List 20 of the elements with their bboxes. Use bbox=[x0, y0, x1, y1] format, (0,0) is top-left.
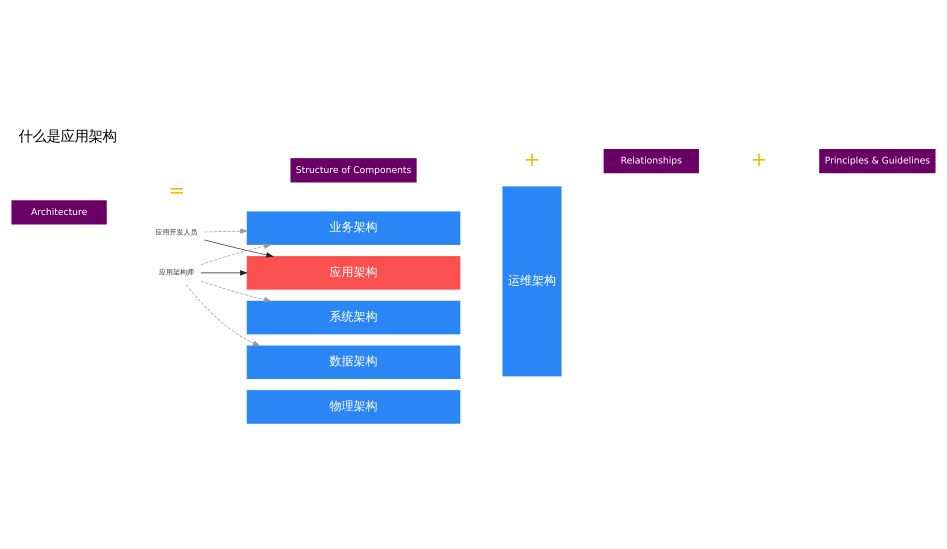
label: = bbox=[168, 178, 186, 202]
node-box: 运维架构 bbox=[502, 186, 562, 376]
node-box: Principles & Guidelines bbox=[819, 148, 936, 173]
arrow bbox=[186, 284, 261, 346]
arrow bbox=[204, 228, 248, 234]
diagram-title: 什么是应用架构 bbox=[18, 128, 116, 144]
arrow bbox=[200, 280, 272, 302]
node-box: 物理架构 bbox=[246, 390, 460, 424]
node-box: Architecture bbox=[11, 200, 107, 224]
node-box: 业务架构 bbox=[246, 210, 460, 244]
node-box: Structure of Components bbox=[290, 158, 417, 182]
node-box: 应用架构 bbox=[246, 256, 460, 290]
node-box: Relationships bbox=[604, 148, 699, 173]
arrow bbox=[204, 239, 274, 258]
node-box: 数据架构 bbox=[246, 344, 460, 378]
node-box: 系统架构 bbox=[246, 300, 460, 334]
label: + bbox=[524, 148, 540, 171]
arrow bbox=[200, 243, 272, 265]
arrow bbox=[200, 270, 248, 276]
label: + bbox=[750, 148, 768, 171]
